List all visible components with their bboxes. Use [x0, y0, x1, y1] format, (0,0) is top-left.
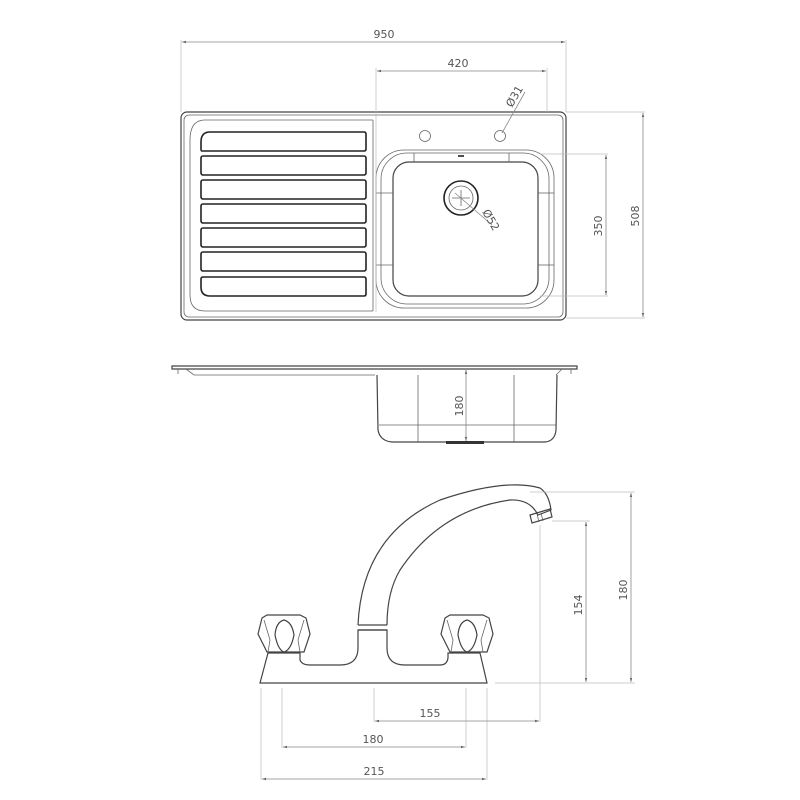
dim-tap-centres: 180: [363, 733, 384, 746]
tap-base: [259, 629, 488, 684]
dim-tap-base-width: 215: [364, 765, 385, 778]
dim-waste-diameter: Ø52: [479, 207, 502, 233]
sink-bowl: [375, 149, 555, 309]
dim-sink-width: 950: [374, 28, 395, 41]
sink-inner-rim: [183, 114, 564, 318]
dim-sink-depth-overall: 508: [629, 206, 642, 227]
drainer-area: [189, 119, 373, 312]
tap-hole-left: [419, 130, 431, 142]
dim-bowl-width: 420: [448, 57, 469, 70]
dim-tap-reach: 155: [420, 707, 441, 720]
tap-aerator: [529, 508, 553, 524]
dim-tap-outlet-height: 154: [572, 595, 585, 616]
tap-handle-right: [440, 614, 494, 653]
tap-handle-left: [257, 614, 311, 653]
sink-side-section: 180: [171, 365, 578, 444]
sink-outer-rim: [180, 111, 567, 321]
tap-elevation: 180 154 155 180 215: [257, 484, 635, 781]
tap-hole-right: [494, 130, 506, 142]
sink-top-view: 950 420 Ø31 Ø52 350 508: [180, 28, 645, 321]
drainer-ribs: [200, 131, 367, 297]
dim-bowl-length: 350: [592, 216, 605, 237]
dim-bowl-depth: 180: [453, 396, 466, 417]
waste-fitting: [446, 441, 484, 444]
dim-tap-height: 180: [617, 580, 630, 601]
tap-spout: [357, 484, 552, 626]
